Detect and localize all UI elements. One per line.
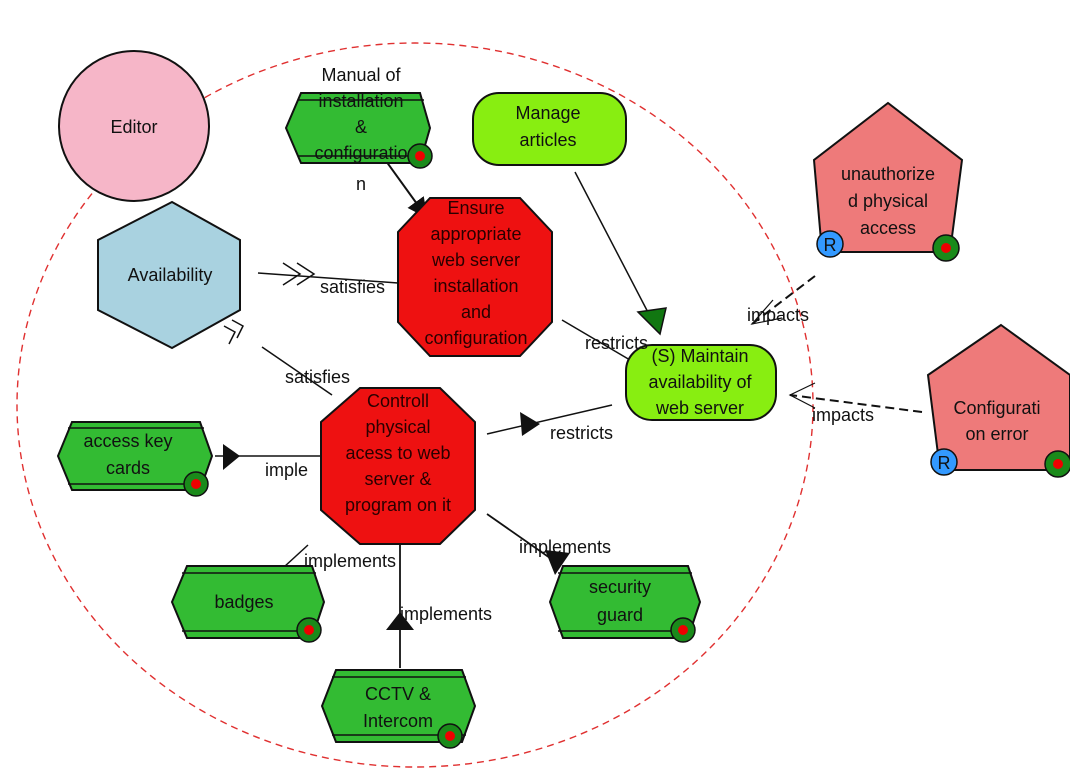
softgoal-availability[interactable]: Availability <box>97 200 241 350</box>
resource-cards-line2: cards <box>106 458 150 478</box>
risk-unauthorized-line1: unauthorize <box>841 164 935 184</box>
resource-cctv-line1: CCTV & <box>365 684 431 704</box>
risk-marker-core-icon <box>941 243 951 253</box>
resource-cctv-line2: Intercom <box>363 711 433 731</box>
resource-manual-line2: installation <box>318 91 403 111</box>
resource-marker-core-icon <box>191 479 201 489</box>
goal-control[interactable]: Controll physical acess to web server & … <box>320 387 476 545</box>
risk-badge-icon <box>930 448 958 476</box>
link-availability-control[interactable] <box>261 346 333 396</box>
risk-unauthorized-line3: access <box>860 218 916 238</box>
resource-manual-line5: n <box>356 174 366 194</box>
link-label-restricts-1: restricts <box>585 333 648 353</box>
satisfies-arrowhead-1 <box>282 262 316 286</box>
task-manage-articles[interactable]: Manage articles <box>472 92 627 166</box>
task-maintain[interactable]: (S) Maintain availability of web server <box>625 344 777 421</box>
resource-marker-core-icon <box>678 625 688 635</box>
link-label-satisfies-1: satisfies <box>320 277 385 297</box>
goal-control-line2: physical <box>365 417 430 437</box>
resource-marker-core-icon <box>415 151 425 161</box>
task-maintain-line2: availability of <box>648 372 752 392</box>
resource-security-guard[interactable]: security guard <box>548 565 702 643</box>
resource-guard-line1: security <box>589 577 651 597</box>
resource-cctv[interactable]: CCTV & Intercom <box>320 669 477 749</box>
resource-manual[interactable]: Manual of installation & configuratio n <box>284 65 433 194</box>
resource-badges[interactable]: badges <box>170 565 326 643</box>
actor-editor-label: Editor <box>110 117 157 137</box>
link-label-implements-badges: implements <box>304 551 396 571</box>
link-articles-maintain-head <box>636 307 667 336</box>
resource-access-key-cards[interactable]: access key cards <box>56 421 214 497</box>
goal-control-line4: server & <box>364 469 431 489</box>
link-label-implements-cards: imple <box>265 460 308 480</box>
implements-arrowhead-cards <box>223 444 240 470</box>
resource-guard-line2: guard <box>597 605 643 625</box>
satisfies-arrowhead-2 <box>223 319 244 345</box>
resource-marker-core-icon <box>445 731 455 741</box>
task-maintain-line1: (S) Maintain <box>651 346 748 366</box>
goal-control-line5: program on it <box>345 495 451 515</box>
goal-ensure-line6: configuration <box>424 328 527 348</box>
link-label-restricts-2: restricts <box>550 423 613 443</box>
resource-badges-label: badges <box>214 592 273 612</box>
link-label-impacts-2: impacts <box>812 405 874 425</box>
goal-control-line1: Controll <box>367 391 429 411</box>
resource-marker-core-icon <box>304 625 314 635</box>
risk-marker-core-icon <box>1053 459 1063 469</box>
link-config-maintain[interactable] <box>789 394 923 413</box>
risk-configuration-error[interactable]: Configurati on error R <box>926 323 1070 478</box>
risk-config-line1: Configurati <box>953 398 1040 418</box>
risk-config-line2: on error <box>965 424 1028 444</box>
risk-badge-icon <box>816 230 844 258</box>
link-control-maintain[interactable] <box>486 404 613 435</box>
actor-editor[interactable]: Editor <box>58 50 210 202</box>
task-manage-articles-line1: Manage <box>515 103 580 123</box>
actor-boundary <box>16 42 814 768</box>
goal-ensure-line2: appropriate <box>430 224 521 244</box>
softgoal-availability-label: Availability <box>128 265 213 285</box>
implements-arrowhead-cctv <box>386 612 414 630</box>
goal-control-line3: acess to web <box>345 443 450 463</box>
resource-manual-line1: Manual of <box>321 65 401 85</box>
resource-manual-line4: configuratio <box>314 143 407 163</box>
link-availability-ensure[interactable] <box>257 272 399 284</box>
goal-ensure-line3: web server <box>431 250 520 270</box>
risk-unauthorized-access[interactable]: unauthorize d physical access R <box>812 101 964 262</box>
impacts-arrowhead-1 <box>750 299 783 325</box>
link-label-impacts-1: impacts <box>747 305 809 325</box>
link-label-satisfies-2: satisfies <box>285 367 350 387</box>
goal-ensure[interactable]: Ensure appropriate web server installati… <box>397 197 553 357</box>
risk-badge-label: R <box>824 235 837 255</box>
restricts-arrowhead <box>520 412 540 436</box>
implements-arrowhead-guard <box>545 550 570 575</box>
link-ensure-maintain[interactable] <box>561 319 631 361</box>
task-manage-articles-line2: articles <box>519 130 576 150</box>
goal-ensure-line1: Ensure <box>447 198 504 218</box>
link-articles-maintain[interactable] <box>574 171 653 321</box>
risk-unauthorized-line2: d physical <box>848 191 928 211</box>
risk-badge-label: R <box>938 453 951 473</box>
resource-manual-line3: & <box>355 117 367 137</box>
resource-cards-line1: access key <box>83 431 172 451</box>
goal-ensure-line4: installation <box>433 276 518 296</box>
link-label-implements-guard: implements <box>519 537 611 557</box>
impacts-arrowhead-2 <box>788 382 816 409</box>
link-label-implements-cctv: implements <box>400 604 492 624</box>
task-maintain-line3: web server <box>655 398 744 418</box>
goal-ensure-line5: and <box>461 302 491 322</box>
